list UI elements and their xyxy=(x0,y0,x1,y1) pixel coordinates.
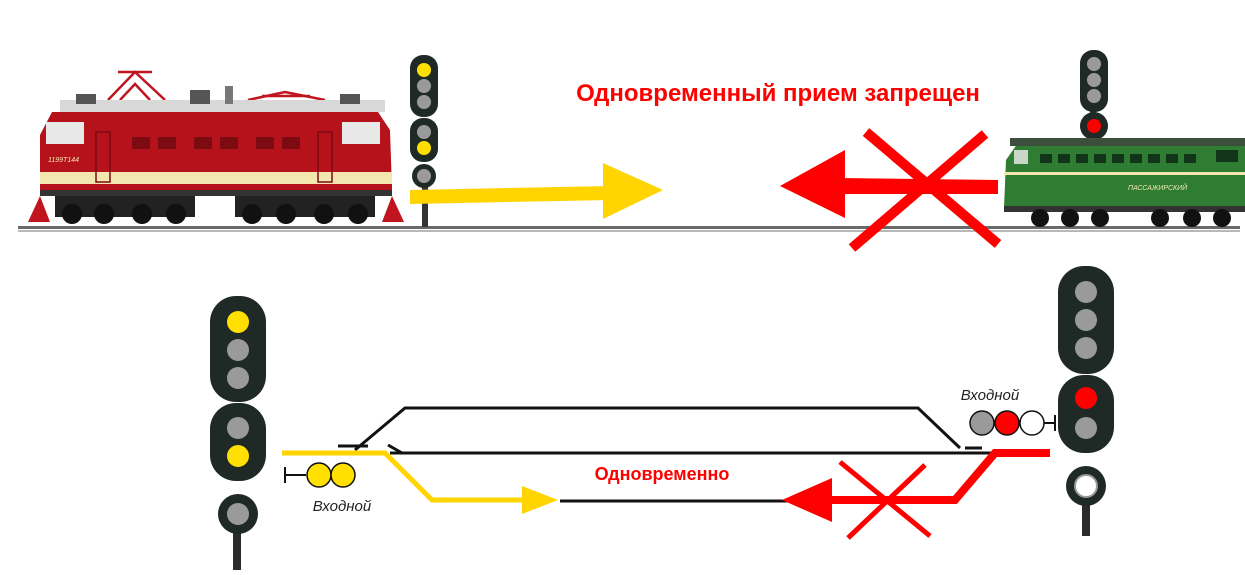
top-scene: 1199Т144 xyxy=(18,50,1245,252)
top-title: Одновременный прием запрещен xyxy=(576,80,980,107)
allowed-route-line xyxy=(282,450,558,514)
signal-lamp-off xyxy=(1087,57,1101,71)
signal-lamp-yellow xyxy=(417,141,431,155)
signal-lamp-off xyxy=(1075,281,1097,303)
left-electric-locomotive: 1199Т144 xyxy=(28,70,404,224)
locomotive-number: 1199Т144 xyxy=(48,157,79,164)
forbidden-route-arrow xyxy=(780,150,998,218)
signal-lamp-white xyxy=(1074,474,1098,498)
signal-lamp-yellow xyxy=(417,63,431,77)
right-entry-indicator xyxy=(969,410,1056,436)
signal-lamp-off xyxy=(227,417,249,439)
signal-lamp-off xyxy=(227,339,249,361)
signal-lamp-off xyxy=(417,125,431,139)
top-right-signal xyxy=(1080,50,1108,140)
left-entry-indicator xyxy=(284,462,356,488)
indicator-lamp-yellow xyxy=(306,462,332,488)
forbidden-cross-icon xyxy=(838,460,932,540)
signal-lamp-off xyxy=(417,95,431,109)
indicator-lamp-red xyxy=(994,410,1020,436)
bottom-caption: Одновременно xyxy=(595,464,730,484)
signal-lamp-off xyxy=(417,169,431,183)
signal-lamp-off xyxy=(1075,337,1097,359)
left-signal-label: Входной xyxy=(313,498,372,515)
top-left-signal xyxy=(410,55,438,227)
top-rail-track xyxy=(18,226,1240,232)
signal-lamp-yellow xyxy=(227,311,249,333)
signal-lamp-off xyxy=(227,367,249,389)
signal-lamp-off xyxy=(227,503,249,525)
signal-lamp-off xyxy=(1075,417,1097,439)
forbidden-route-line xyxy=(782,449,1050,522)
signal-lamp-red xyxy=(1087,119,1101,133)
bottom-scene: Входной Одновременно Входной xyxy=(210,266,1114,570)
signal-lamp-off xyxy=(1087,89,1101,103)
locomotive-label: ПАССАЖИРСКИЙ xyxy=(1128,183,1188,192)
signal-lamp-off xyxy=(1087,73,1101,87)
indicator-lamp-grey xyxy=(969,410,995,436)
signal-lamp-off xyxy=(417,79,431,93)
right-signal-label: Входной xyxy=(961,387,1020,404)
allowed-route-arrow xyxy=(410,163,663,219)
right-diesel-locomotive: ПАССАЖИРСКИЙ xyxy=(1004,138,1245,227)
pantograph xyxy=(107,70,326,102)
bottom-left-signal xyxy=(210,296,266,570)
bottom-right-signal xyxy=(1058,266,1114,536)
signal-lamp-off xyxy=(1075,309,1097,331)
indicator-lamp-yellow xyxy=(330,462,356,488)
indicator-lamp-white xyxy=(1019,410,1045,436)
signal-lamp-red xyxy=(1075,387,1097,409)
forbidden-cross-icon xyxy=(848,128,1002,252)
signal-lamp-yellow xyxy=(227,445,249,467)
